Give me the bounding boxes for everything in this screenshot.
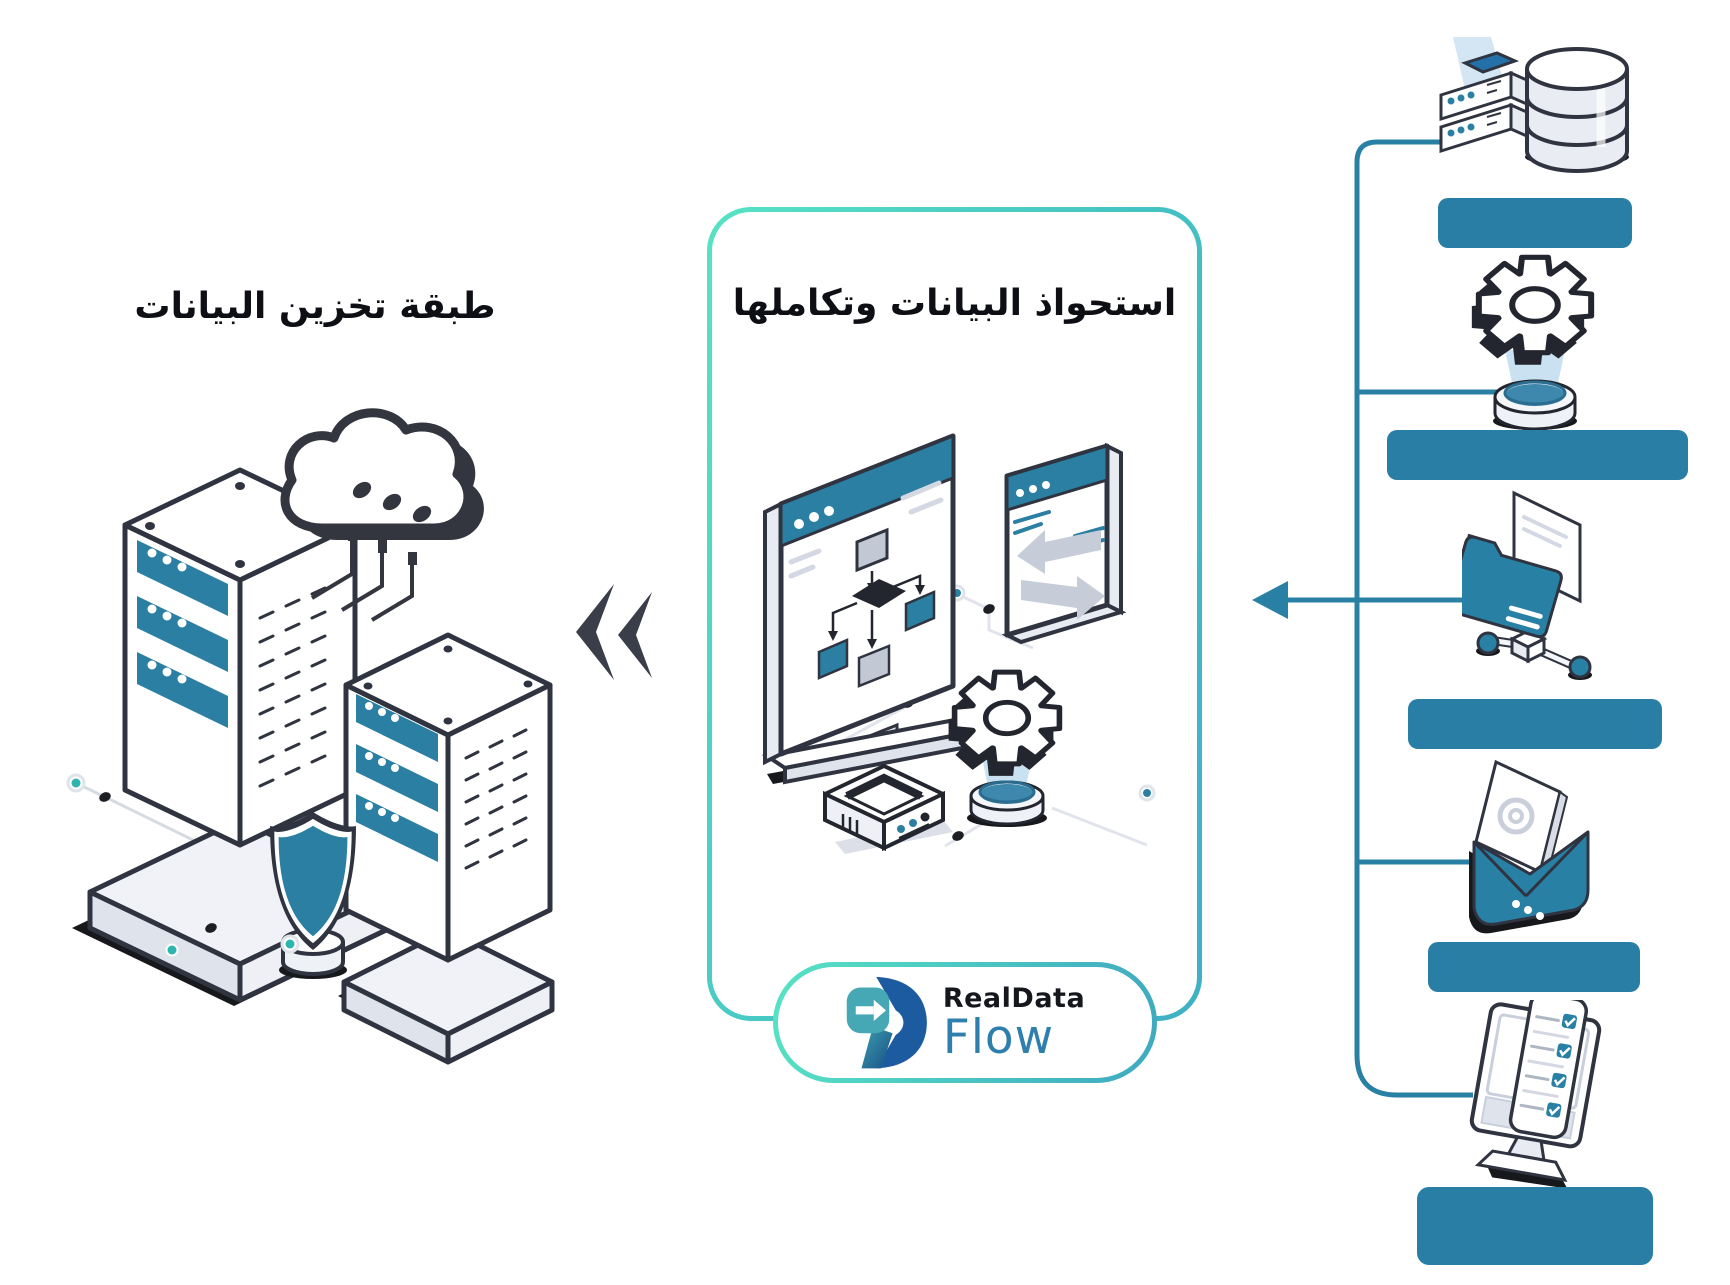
logo-bubble-inner: RealData Flow: [778, 967, 1152, 1078]
cloud-icon: [280, 408, 484, 622]
logo-bubble: RealData Flow: [773, 962, 1157, 1083]
workflow-browser-window: [761, 433, 989, 785]
rail-label-bar-5: [1417, 1187, 1653, 1265]
right-rail-connectors: [1252, 139, 1498, 1098]
rail-label-bar-1: [1438, 198, 1632, 248]
security-shield-icon: [270, 812, 356, 979]
edge-device-icon: [823, 764, 953, 854]
flow-arrowhead: [1252, 581, 1288, 619]
center-panel-title: استحواذ البيانات وتكاملها: [732, 283, 1177, 324]
logo-brand-top: RealData: [942, 982, 1086, 1014]
acquisition-illustration: [761, 433, 1156, 854]
gear-scan-icon: [1471, 254, 1595, 430]
server-tower-small: [338, 632, 555, 1065]
checklist-monitor-icon: [1469, 1000, 1602, 1189]
rail-label-bar-4: [1428, 942, 1640, 992]
network-folder-icon: [1462, 490, 1592, 680]
processing-gear-icon: [948, 669, 1063, 827]
logo-text: RealData Flow: [943, 985, 1085, 1061]
rail-label-bar-3: [1408, 699, 1662, 749]
database-servers-icon: [1439, 37, 1629, 173]
email-envelope-icon: [1469, 759, 1590, 934]
accent-dots: [66, 773, 300, 960]
data-transfer-window: [1001, 442, 1127, 645]
data-storage-illustration: [66, 408, 555, 1065]
double-chevron-left-icon: [576, 584, 652, 680]
left-section-title: طبقة تخزين البيانات: [134, 286, 496, 327]
realdata-flow-logo-icon: [846, 976, 927, 1068]
rail-label-bar-2: [1387, 430, 1688, 480]
logo-brand-bottom: Flow: [942, 1009, 1055, 1065]
